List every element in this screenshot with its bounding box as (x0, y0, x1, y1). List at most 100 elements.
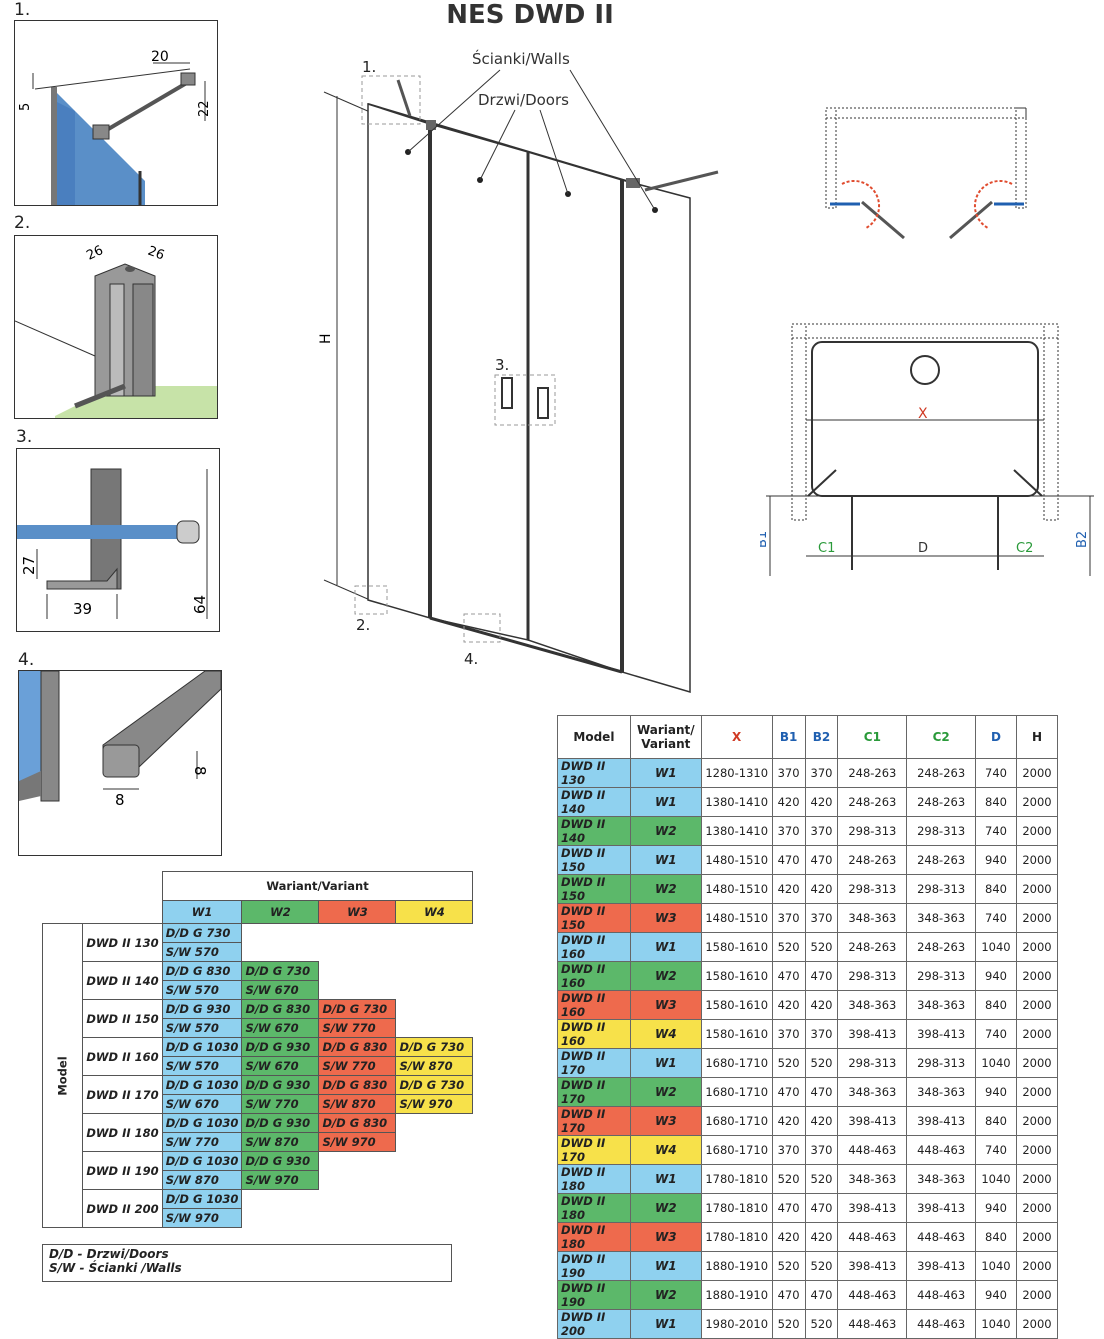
value-cell: 2000 (1015, 1193, 1059, 1223)
variant-config-cell: S/W 570 (161, 1018, 243, 1038)
value-cell: 470 (804, 1193, 839, 1223)
variant-cell: W1 (629, 1309, 702, 1339)
value-cell: 940 (975, 845, 1017, 875)
value-cell: 740 (975, 1019, 1017, 1049)
value-cell: 420 (771, 990, 806, 1020)
main-elevation-drawing: H (300, 40, 740, 700)
variant-cell: W1 (629, 1164, 702, 1194)
value-cell: 520 (804, 1309, 839, 1339)
value-cell: 1680-1710 (700, 1048, 773, 1078)
variant-config-cell: D/D G 930 (241, 1151, 320, 1171)
value-cell: 740 (975, 758, 1017, 788)
value-cell: 348-363 (906, 1077, 977, 1107)
page-title: NES DWD II (446, 0, 614, 30)
detail-4-panel: 8 8 (18, 670, 222, 856)
detail-2-dim-a: 26 (84, 243, 105, 264)
value-cell: 448-463 (906, 1222, 977, 1252)
value-cell: 520 (804, 1164, 839, 1194)
model-cell: DWD II 150 (557, 874, 631, 904)
variant-cell: W1 (629, 932, 702, 962)
value-cell: 520 (771, 1251, 806, 1281)
value-cell: 2000 (1015, 1077, 1059, 1107)
detail-1-drawing: 20 5 22 (18, 49, 212, 205)
value-cell: 298-313 (906, 816, 977, 846)
value-cell: 1480-1510 (700, 845, 773, 875)
detail-3-drawing: 27 39 64 (17, 468, 209, 619)
dim-x: X (918, 406, 928, 422)
value-cell: 1880-1910 (700, 1280, 773, 1310)
model-cell: DWD II 150 (557, 845, 631, 875)
value-cell: 470 (771, 961, 806, 991)
value-cell: 420 (804, 874, 839, 904)
variant-cell: W2 (629, 1077, 702, 1107)
value-cell: 1040 (975, 1251, 1017, 1281)
variant-config-cell: D/D G 1030 (161, 1151, 243, 1171)
variant-config-cell: D/D G 930 (161, 999, 243, 1019)
variant-header-w3: W3 (318, 900, 397, 924)
detail-2-panel: 26 26 (14, 235, 218, 419)
col-variant: Wariant/ Variant (629, 715, 702, 759)
variant-config-cell: D/D G 730 (395, 1037, 474, 1057)
value-cell: 398-413 (837, 1106, 908, 1136)
value-cell: 520 (804, 1251, 839, 1281)
value-cell: 348-363 (906, 903, 977, 933)
value-cell: 370 (804, 816, 839, 846)
value-cell: 1040 (975, 932, 1017, 962)
value-cell: 840 (975, 1222, 1017, 1252)
col-c1: C1 (837, 715, 908, 759)
detail-3-number: 3. (16, 427, 33, 447)
variant-cell: W2 (629, 816, 702, 846)
value-cell: 248-263 (837, 758, 908, 788)
variant-cell: W1 (629, 787, 702, 817)
value-cell: 248-263 (837, 932, 908, 962)
dimensions-table: Model Wariant/ Variant X B1 B2 C1 C2 D H… (557, 715, 1059, 1339)
variant-cell: W3 (629, 990, 702, 1020)
value-cell: 2000 (1015, 1251, 1059, 1281)
value-cell: 470 (771, 845, 806, 875)
variant-header-w1: W1 (161, 900, 243, 924)
detail-3-dim-c: 64 (191, 595, 209, 614)
detail-1-dim-b: 5 (18, 103, 33, 111)
variant-config-cell: S/W 570 (161, 1056, 243, 1076)
value-cell: 248-263 (906, 787, 977, 817)
dim-b2: B2 (1075, 531, 1090, 548)
value-cell: 2000 (1015, 1106, 1059, 1136)
model-cell: DWD II 140 (557, 816, 631, 846)
value-cell: 1580-1610 (700, 990, 773, 1020)
value-cell: 840 (975, 1106, 1017, 1136)
model-cell: DWD II 160 (557, 932, 631, 962)
model-cell: DWD II 140 (557, 787, 631, 817)
value-cell: 1280-1310 (700, 758, 773, 788)
value-cell: 298-313 (837, 961, 908, 991)
value-cell: 2000 (1015, 1048, 1059, 1078)
value-cell: 520 (771, 1048, 806, 1078)
model-cell: DWD II 160 (557, 961, 631, 991)
model-cell: DWD II 170 (557, 1106, 631, 1136)
dim-d: D (918, 541, 928, 556)
variant-config-cell: S/W 670 (161, 1094, 243, 1114)
value-cell: 2000 (1015, 990, 1059, 1020)
value-cell: 940 (975, 1193, 1017, 1223)
value-cell: 398-413 (837, 1251, 908, 1281)
variant-config-cell: S/W 770 (318, 1018, 397, 1038)
variant-model-cell: DWD II 200 (82, 1189, 163, 1228)
variant-config-cell: D/D G 830 (241, 999, 320, 1019)
model-cell: DWD II 160 (557, 990, 631, 1020)
variant-config-cell: S/W 970 (395, 1094, 474, 1114)
variant-config-cell: S/W 870 (241, 1132, 320, 1152)
value-cell: 248-263 (906, 758, 977, 788)
value-cell: 1580-1610 (700, 961, 773, 991)
variant-config-cell: D/D G 1030 (161, 1075, 243, 1095)
variant-config-cell: D/D G 930 (241, 1113, 320, 1133)
empty-cell (396, 1190, 473, 1209)
